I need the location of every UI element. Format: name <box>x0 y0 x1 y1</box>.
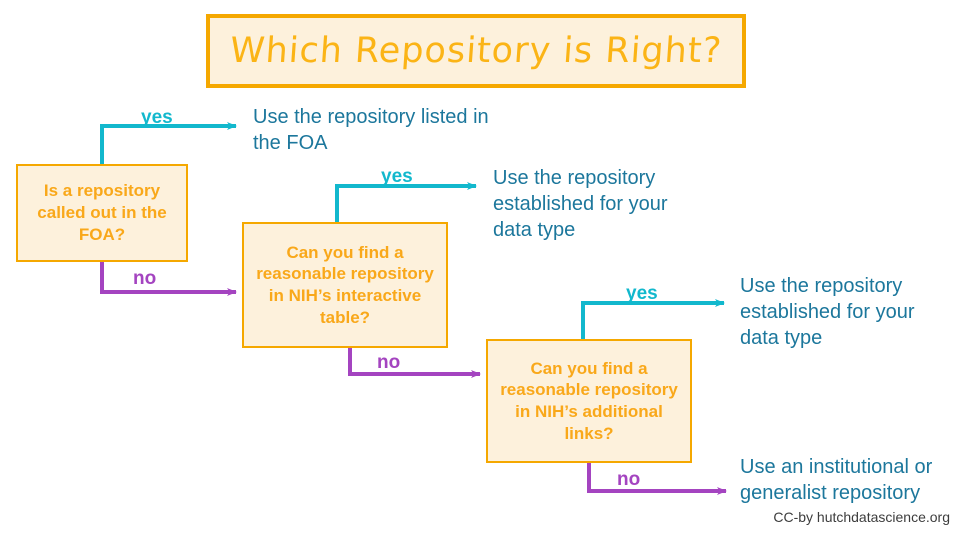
attribution-footer: CC-by hutchdatascience.org <box>773 509 950 525</box>
edge-label-yes-node1: yes <box>141 107 173 128</box>
edge-no-node1 <box>100 262 237 296</box>
edge-yes-node3 <box>581 299 725 339</box>
outcome-generalist-repository: Use an institutional or generalist repos… <box>740 456 933 504</box>
edge-label-yes-node2: yes <box>381 166 413 187</box>
chart-title-box: Which Repository is Right? <box>206 14 746 88</box>
page-title: Which Repository is Right? <box>228 31 724 71</box>
decision-node-foa[interactable]: Is a repository called out in the FOA? <box>16 164 188 262</box>
edge-label-no-node1: no <box>133 268 157 289</box>
decision-node-additional-links[interactable]: Can you find a reasonable repository in … <box>486 339 692 463</box>
edge-yes-node1 <box>100 122 237 164</box>
edge-yes-node2 <box>335 182 477 222</box>
outcome-foa-repository: Use the repository listed in the FOA <box>253 106 489 154</box>
decision-node-interactive-table[interactable]: Can you find a reasonable repository in … <box>242 222 448 348</box>
edge-no-node2 <box>348 348 481 378</box>
outcome-established-repository-table: Use the repository established for your … <box>493 167 668 241</box>
edge-label-no-node2: no <box>377 352 401 373</box>
edge-no-node3 <box>587 463 727 495</box>
outcome-established-repository-links: Use the repository established for your … <box>740 275 915 349</box>
edge-label-no-node3: no <box>617 469 641 490</box>
edge-label-yes-node3: yes <box>626 283 658 304</box>
